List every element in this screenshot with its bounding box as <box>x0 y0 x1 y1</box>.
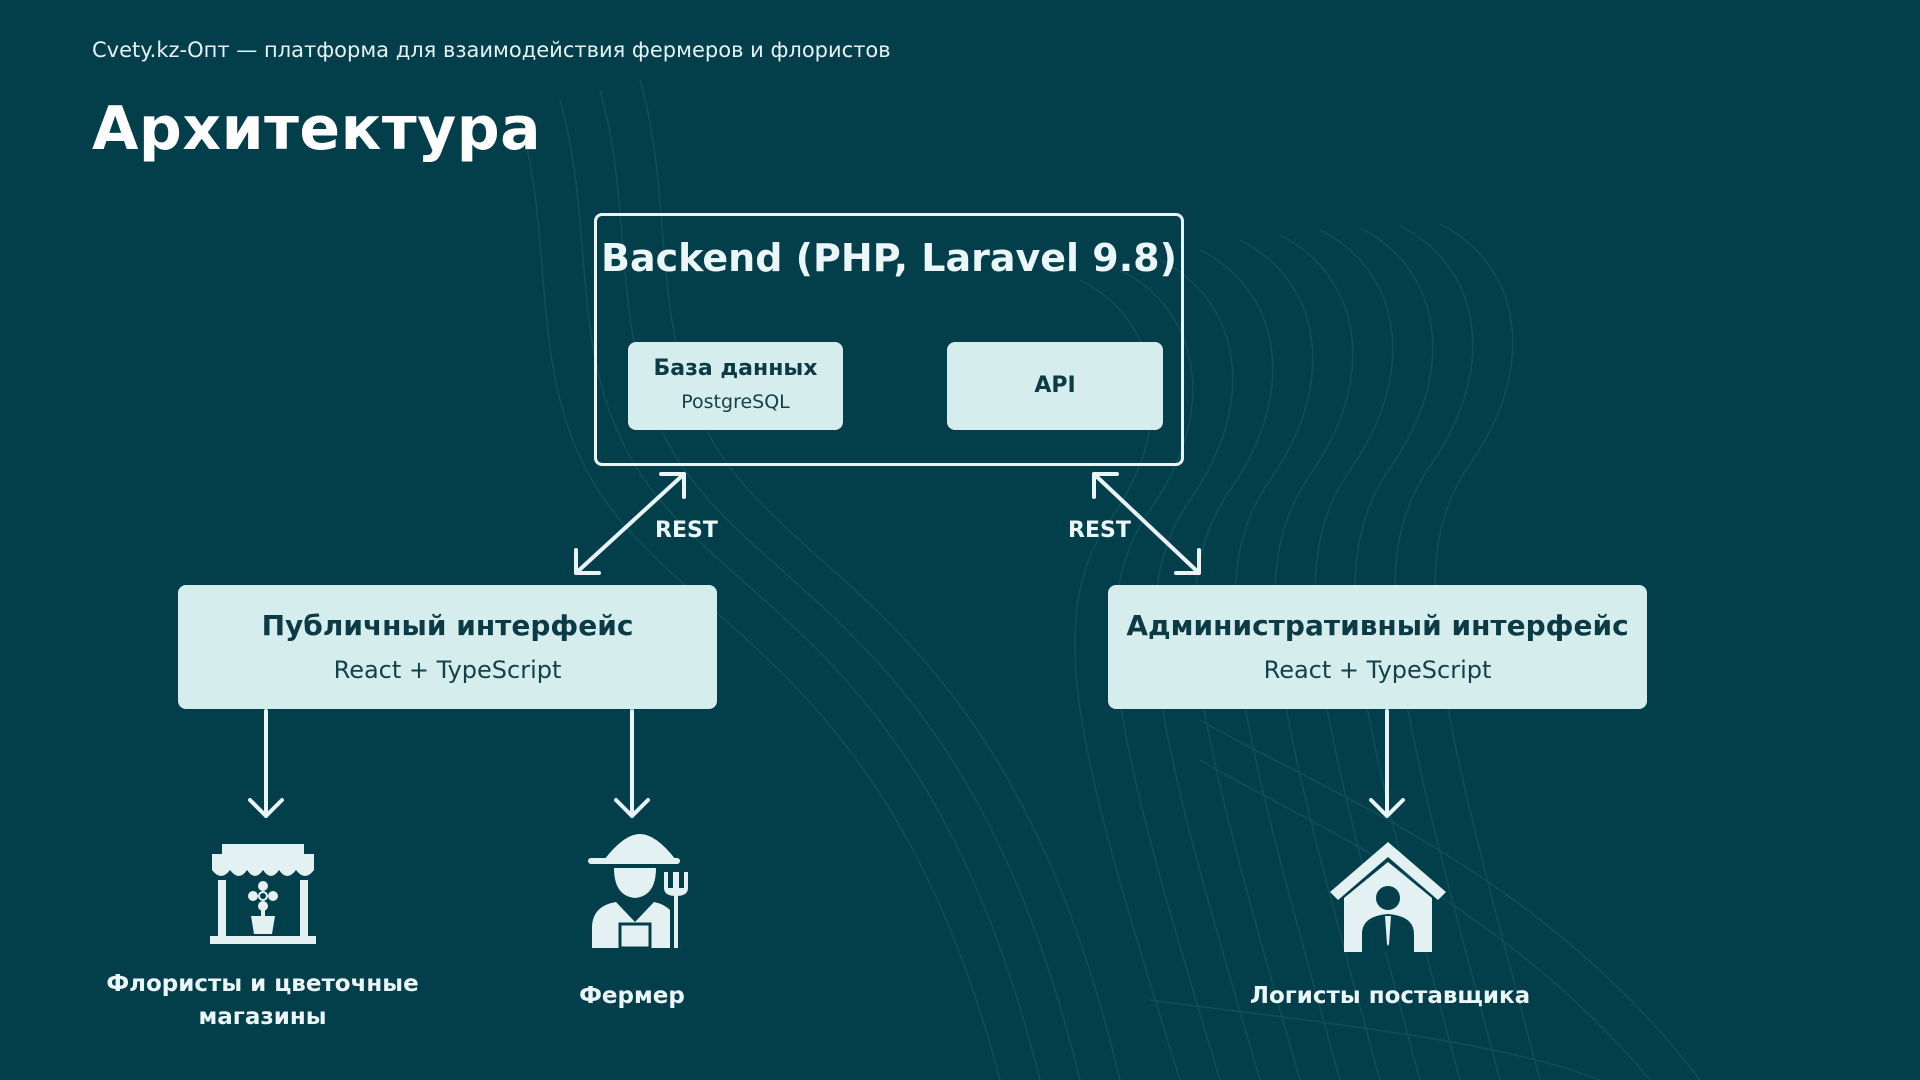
arrowhead-left-top <box>659 472 686 499</box>
farmer-label: Фермер <box>579 983 685 1009</box>
admin-interface-box: Административный интерфейс React + TypeS… <box>1108 585 1647 709</box>
database-subtitle: PostgreSQL <box>681 391 790 413</box>
logists-label: Логисты поставщика <box>1249 983 1531 1009</box>
database-title: База данных <box>653 356 818 381</box>
api-box: API <box>947 342 1163 430</box>
page-title: Архитектура <box>92 94 542 164</box>
presentation-subtitle: Cvety.kz-Опт — платформа для взаимодейст… <box>92 38 891 62</box>
backend-container: Backend (PHP, Laravel 9.8) База данных P… <box>594 213 1184 466</box>
arrowhead-right-top <box>1092 472 1119 499</box>
florists-label: Флористы и цветочные магазины <box>106 971 419 1030</box>
farmer-icon <box>588 834 688 950</box>
public-interface-subtitle: React + TypeScript <box>333 656 562 684</box>
arrowhead-left-bottom <box>574 548 601 575</box>
arrowhead-right-bottom <box>1174 548 1201 575</box>
arrowhead-florists <box>248 798 284 818</box>
flower-shop-icon <box>210 844 316 944</box>
backend-title: Backend (PHP, Laravel 9.8) <box>601 236 1177 280</box>
admin-interface-title: Административный интерфейс <box>1126 609 1629 642</box>
rest-label-left: REST <box>655 518 718 543</box>
admin-interface-subtitle: React + TypeScript <box>1263 656 1492 684</box>
api-title: API <box>1034 373 1076 398</box>
public-interface-box: Публичный интерфейс React + TypeScript <box>178 585 717 709</box>
rest-label-right: REST <box>1068 518 1131 543</box>
arrowhead-logists <box>1369 798 1405 818</box>
public-interface-title: Публичный интерфейс <box>261 609 634 642</box>
arrowhead-farmer <box>614 798 650 818</box>
database-box: База данных PostgreSQL <box>628 342 843 430</box>
house-person-icon <box>1330 842 1446 952</box>
